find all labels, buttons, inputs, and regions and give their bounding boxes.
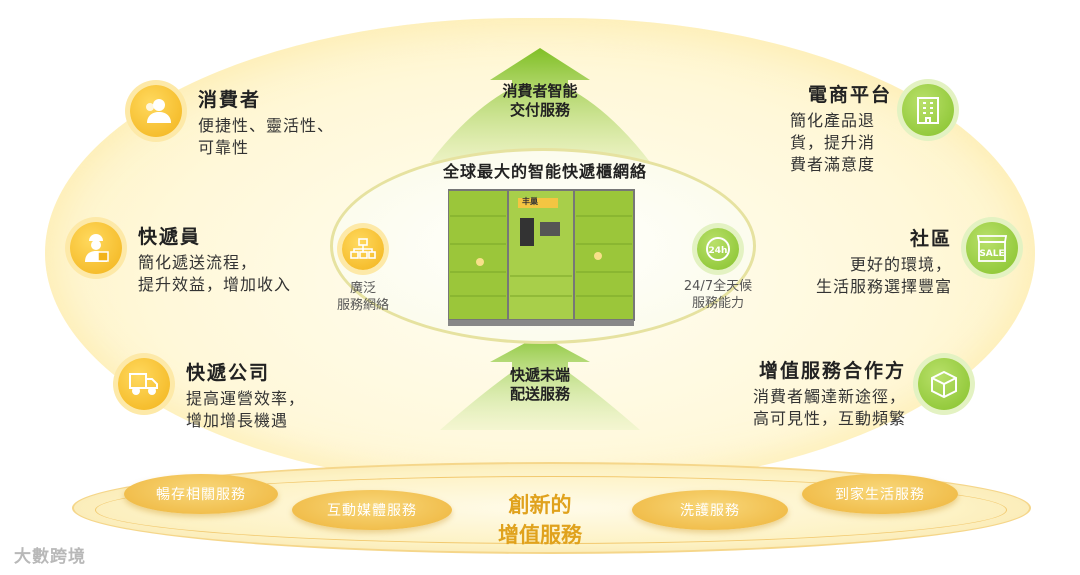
building-icon	[902, 84, 954, 136]
courier-title: 快遞員	[138, 226, 202, 248]
locker-brand: 丰巢	[522, 197, 538, 206]
service-pill-home: 到家生活服務	[802, 474, 958, 514]
courier-company-title: 快遞公司	[186, 362, 271, 384]
network-title: 全球最大的智能快遞櫃網絡	[442, 162, 647, 181]
courier-desc: 簡化遞送流程， 提升效益，增加收入	[138, 253, 292, 294]
value-added-title: 創新的 增值服務	[498, 493, 582, 547]
network-icon	[342, 228, 384, 270]
community-title: 社區	[909, 228, 952, 250]
base-platform-ring	[95, 476, 1007, 544]
service-pill-laundry: 洗護服務	[632, 490, 788, 530]
consumer-title: 消費者	[198, 89, 262, 111]
bottom-arrow-label: 快遞末端 配送服務	[509, 366, 570, 403]
partner-title: 增值服務合作方	[758, 360, 906, 382]
service-pill-media: 互動媒體服務	[292, 490, 452, 530]
24h-icon: 24h	[697, 228, 739, 270]
service-pill-storage: 暢存相關服務	[124, 474, 278, 514]
person-icon	[130, 85, 182, 137]
sale-text: SALE	[979, 249, 1004, 259]
ecommerce-title: 電商平台	[807, 84, 892, 106]
svg-text:24h: 24h	[709, 246, 728, 256]
24-7-label: 24/7全天候 服務能力	[683, 279, 753, 311]
courier-company-desc: 提高運營效率， 增加增長機遇	[186, 389, 306, 430]
smart-locker-image	[448, 189, 635, 326]
top-arrow-label: 消費者智能 交付服務	[502, 82, 578, 119]
bottom-arrow	[440, 335, 640, 430]
top-arrow	[430, 48, 650, 162]
truck-icon	[118, 358, 170, 410]
box-icon	[918, 358, 970, 410]
wide-network-label: 廣泛 服務網絡	[336, 281, 389, 313]
consumer-desc: 便捷性、靈活性、 可靠性	[198, 116, 335, 157]
watermark: 大數跨境	[14, 547, 86, 567]
community-desc: 更好的環境， 生活服務選擇豐富	[815, 255, 952, 296]
courier-icon	[70, 222, 122, 274]
shop-sale-icon: SALE	[966, 222, 1018, 274]
ecommerce-desc: 簡化產品退 貨，提升消 費者滿意度	[790, 111, 876, 174]
partner-desc: 消費者觸達新途徑， 高可見性，互動頻繁	[752, 387, 906, 428]
